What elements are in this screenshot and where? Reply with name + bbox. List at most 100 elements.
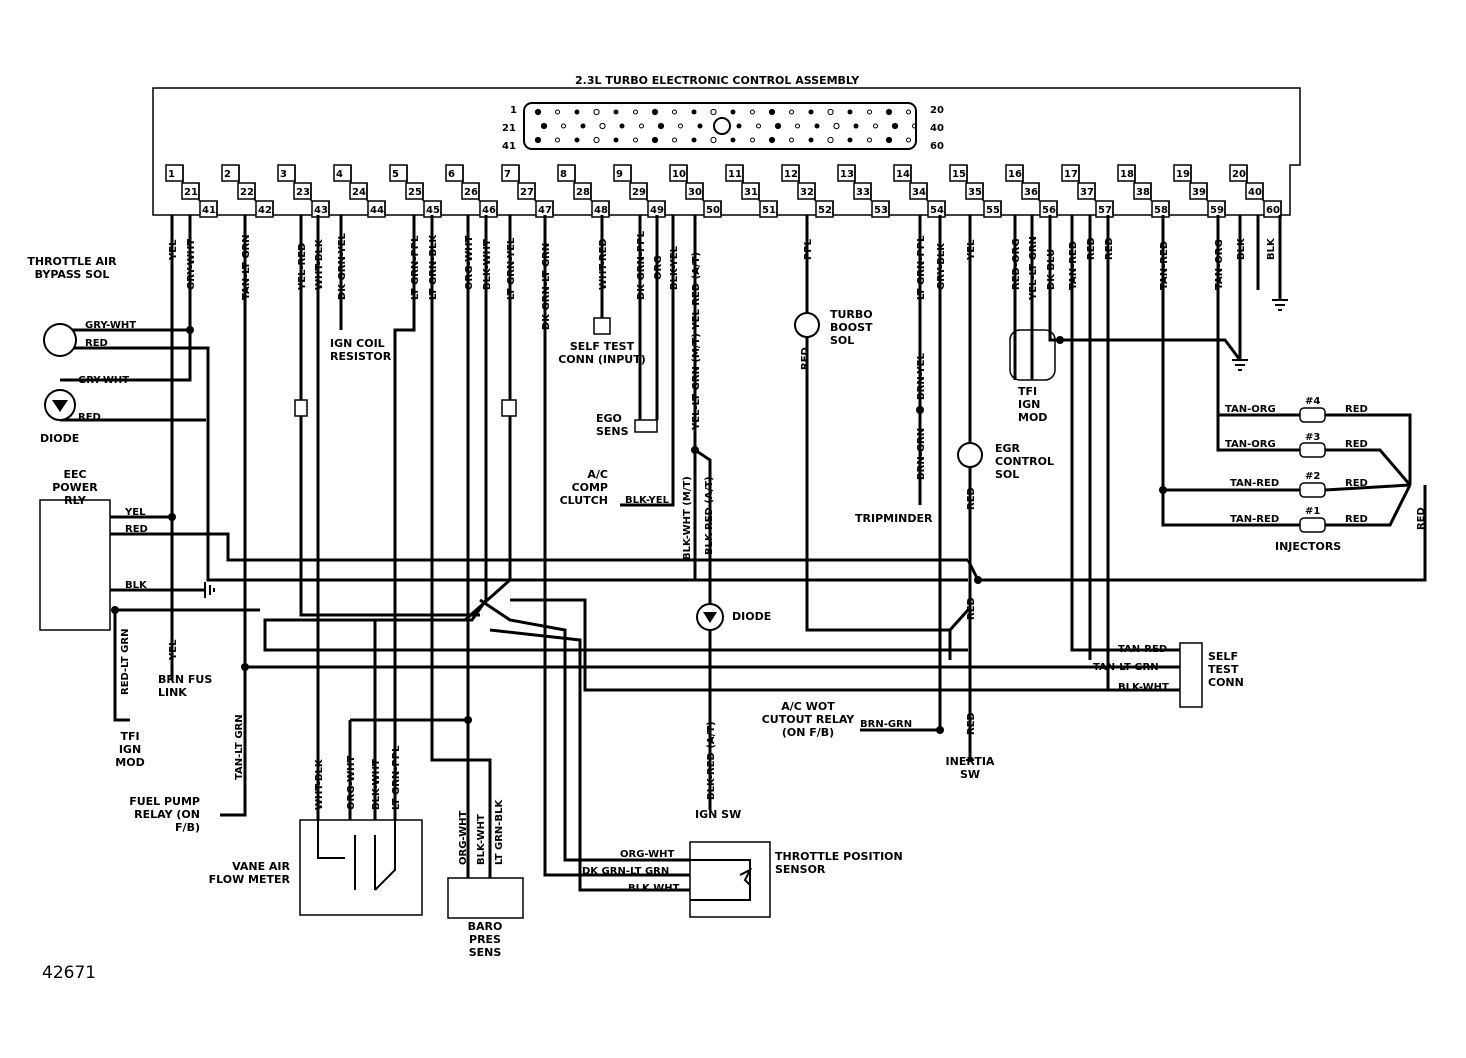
- pin-number-27: 27: [520, 187, 534, 198]
- pin-number-39: 39: [1192, 187, 1206, 198]
- connector-pin-dot: [561, 123, 566, 129]
- label-blk-red-at: BLK-RED (A/T): [704, 476, 715, 555]
- label-p48: WHT-RED: [598, 238, 609, 290]
- pin-number-16: 16: [1008, 169, 1022, 180]
- connector-pin-dot: [814, 123, 820, 129]
- junction-dots: [111, 326, 1167, 734]
- injector-3: [1299, 442, 1326, 458]
- pin-number-44: 44: [370, 205, 384, 216]
- pin-number-10: 10: [672, 169, 686, 180]
- pin-number-7: 7: [504, 169, 511, 180]
- pin-number-35: 35: [968, 187, 982, 198]
- label-wot-brn-grn: BRN-GRN: [860, 719, 912, 730]
- label-p39: TAN-ORG: [1214, 239, 1225, 290]
- component-label-injectors: INJECTORS: [1275, 540, 1341, 553]
- conn-label-21: 21: [502, 123, 516, 134]
- label-inj2: #2: [1305, 471, 1320, 482]
- connector-pin-dot: [657, 122, 665, 130]
- connector-pin-dot: [847, 109, 853, 115]
- connector-pin-dot: [613, 137, 619, 143]
- pin-number-58: 58: [1154, 205, 1168, 216]
- label-vane-org-wht: ORG-WHT: [346, 755, 357, 810]
- pin-number-24: 24: [352, 187, 366, 198]
- label-egr-red: RED: [966, 487, 977, 510]
- connector-pin-dot: [697, 123, 703, 129]
- pin-number-52: 52: [818, 205, 832, 216]
- pin-number-48: 48: [594, 205, 608, 216]
- connector-pin-dot: [906, 137, 911, 143]
- connector-pin-dot: [833, 122, 840, 130]
- label-st-blk-wht: BLK-WHT: [1118, 682, 1169, 693]
- label-p46: BLK-WHT: [482, 239, 493, 290]
- label-inj3: #3: [1305, 432, 1320, 443]
- label-tan-org-1: TAN-ORG: [1225, 404, 1276, 415]
- pin-number-12: 12: [784, 169, 798, 180]
- label-p54: GRY-BLK: [936, 242, 947, 290]
- wire-labels: YEL GRY-WHT TAN-LT GRN YEL-RED WHT-BLK D…: [168, 230, 1277, 431]
- connector-pin-dot: [774, 122, 782, 130]
- pin-number-25: 25: [408, 187, 422, 198]
- connector-pin-dot: [827, 108, 834, 116]
- pin-number-33: 33: [856, 187, 870, 198]
- connector-pin-dot: [730, 109, 736, 115]
- label-inertia-red: RED: [966, 712, 977, 735]
- pin-number-31: 31: [744, 187, 758, 198]
- label-turbo-red: RED: [800, 347, 811, 370]
- pin-number-38: 38: [1136, 187, 1150, 198]
- pin-number-36: 36: [1024, 187, 1038, 198]
- ego-sensor-symbol: [634, 419, 658, 433]
- connector-pin-dot: [730, 137, 736, 143]
- conn-label-60: 60: [930, 141, 944, 152]
- pin-number-6: 6: [448, 169, 455, 180]
- connector-pin-dot: [827, 136, 834, 144]
- connector-pin-dot: [613, 109, 619, 115]
- pin-number-11: 11: [728, 169, 742, 180]
- turbo-sol-symbol: [794, 312, 820, 338]
- connector-pin-dot: [756, 123, 761, 129]
- pin-number-8: 8: [560, 169, 567, 180]
- pin-number-4: 4: [336, 169, 343, 180]
- label-p21: GRY-WHT: [186, 239, 197, 290]
- pin-number-2: 2: [224, 169, 231, 180]
- connector-pin-dot: [912, 123, 917, 129]
- component-symbols: [43, 299, 1326, 919]
- pin-number-13: 13: [840, 169, 854, 180]
- figure-number: 42671: [42, 963, 96, 983]
- connector-pin-dot: [768, 136, 776, 144]
- label-p4: DK GRN-YEL: [337, 232, 348, 300]
- label-tps-org-wht: ORG-WHT: [620, 849, 675, 860]
- pin-number-53: 53: [874, 205, 888, 216]
- label-red-mid: RED: [966, 597, 977, 620]
- connector-pin-dot: [534, 108, 542, 116]
- bypass-solenoid-symbol: [43, 323, 77, 357]
- pin-number-9: 9: [616, 169, 623, 180]
- pin-number-34: 34: [912, 187, 926, 198]
- label-inj4: #4: [1305, 396, 1320, 407]
- connector-pin-dot: [710, 108, 717, 116]
- label-p47: DK GRN-LT GRN: [541, 243, 552, 330]
- injector-1: [1299, 517, 1326, 533]
- label-vane-blk-wht: BLK-WHT: [371, 759, 382, 810]
- pin-number-26: 26: [464, 187, 478, 198]
- pin-number-20: 20: [1232, 169, 1246, 180]
- tps-box: [689, 841, 771, 918]
- connector-pin-dot: [651, 108, 659, 116]
- pin-number-50: 50: [706, 205, 720, 216]
- pin-number-55: 55: [986, 205, 1000, 216]
- label-brn-grn: BRN-GRN: [916, 428, 927, 480]
- pin-number-17: 17: [1064, 169, 1078, 180]
- pin-number-54: 54: [930, 205, 944, 216]
- label-blk-relay: BLK: [125, 580, 148, 591]
- label-st-tan-red: TAN-RED: [1118, 644, 1167, 655]
- pin-number-47: 47: [538, 205, 552, 216]
